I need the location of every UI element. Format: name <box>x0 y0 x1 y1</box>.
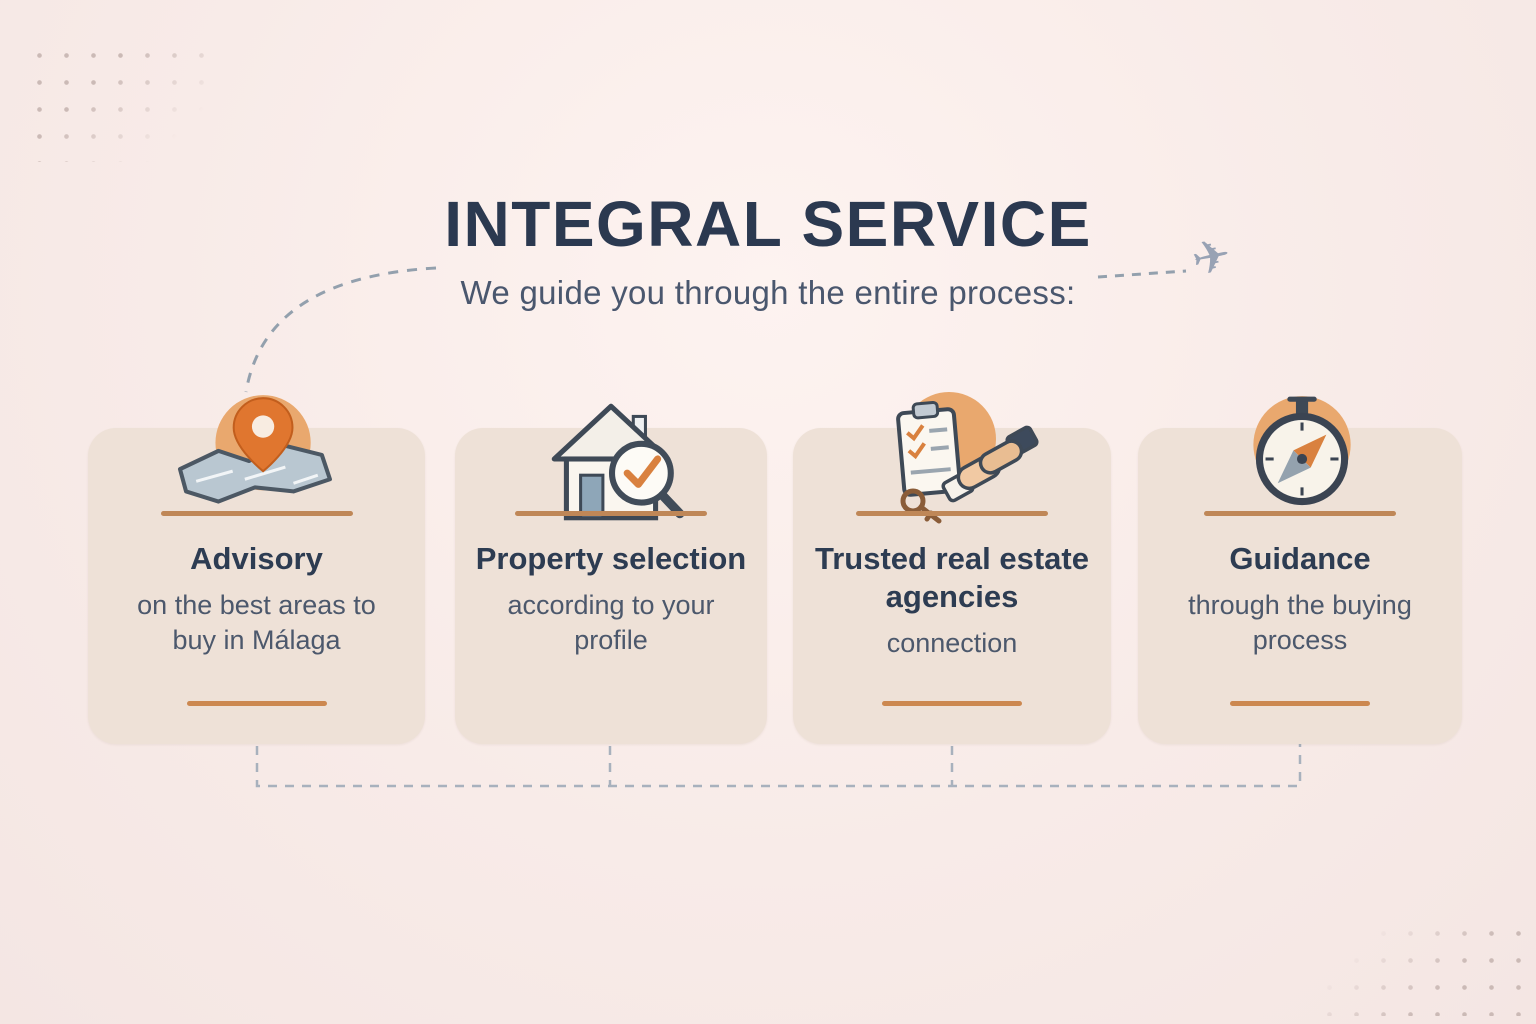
card-guidance: Guidance through the buying process <box>1138 396 1462 744</box>
card-title: Advisory <box>190 541 323 576</box>
icon-ground-line <box>856 511 1048 516</box>
icon-ground-line <box>160 511 353 516</box>
icon-ground-line <box>515 511 707 516</box>
header: INTEGRAL SERVICE We guide you through th… <box>0 192 1536 312</box>
card-title: Property selection <box>475 541 747 576</box>
card-description: connection <box>886 627 1018 658</box>
page-title: INTEGRAL SERVICE <box>444 188 1092 260</box>
icon-ground-line <box>1204 511 1396 516</box>
card-description: through the buying process <box>1188 589 1412 656</box>
card-title: Trusted real estate agencies <box>815 541 1089 614</box>
card-description: on the best areas to buy in Málaga <box>137 589 376 656</box>
page-subtitle: We guide you through the entire process: <box>460 274 1076 311</box>
compass-icon <box>1205 384 1395 536</box>
card-advisory: Advisory on the best areas to buy in Mál… <box>88 395 425 744</box>
accent-underline <box>1230 701 1370 706</box>
card-property-selection: Property selection according to your pro… <box>455 403 767 744</box>
card-description: according to your profile <box>507 589 715 656</box>
connector-dashed-line <box>255 742 1302 788</box>
house-search-icon <box>516 384 706 536</box>
dot-grid-top-left <box>26 42 221 162</box>
accent-underline <box>882 701 1022 706</box>
contract-handshake-icon <box>857 384 1047 536</box>
map-location-pin-icon <box>162 384 352 536</box>
card-title: Guidance <box>1229 541 1371 576</box>
accent-underline <box>186 701 327 706</box>
card-trusted-agencies: Trusted real estate agencies connection <box>793 392 1111 744</box>
dot-grid-bottom-right <box>1316 920 1521 1016</box>
